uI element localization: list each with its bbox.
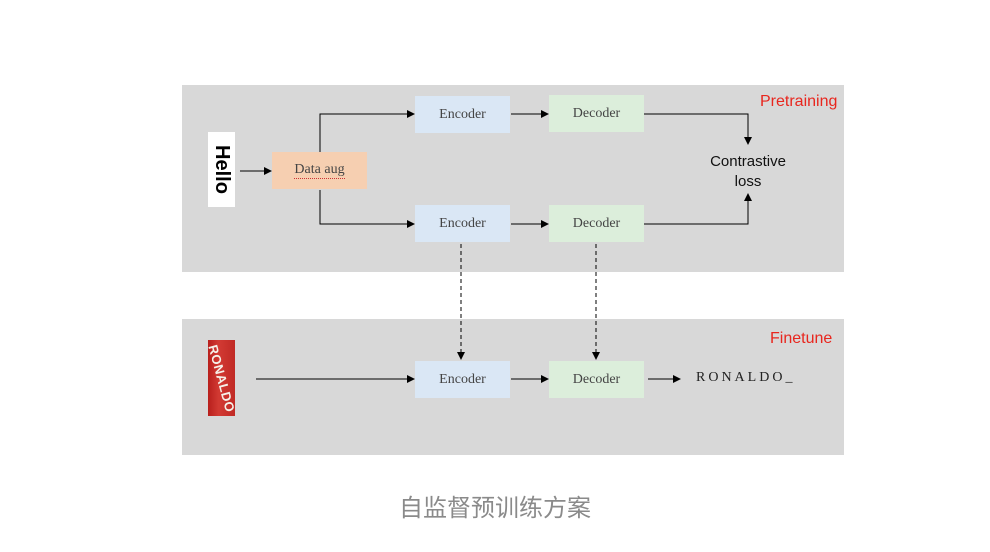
arrow-aug-to-encoder-bottom: [319, 190, 415, 228]
decoder-bottom-label: Decoder: [572, 215, 621, 231]
pretraining-label: Pretraining: [760, 93, 838, 110]
encoder-bottom-box: Encoder: [415, 205, 510, 242]
encoder-top-box: Encoder: [415, 96, 510, 133]
output-text: RONALDO_: [696, 370, 796, 385]
diagram-caption: 自监督预训练方案: [399, 494, 591, 522]
decoder-top-label: Decoder: [572, 105, 621, 121]
arrow-aug-to-encoder-top: [319, 110, 415, 152]
finetune-panel: [182, 319, 844, 455]
contrastive-line2: loss: [734, 173, 762, 190]
contrastive-line1: Contrastive: [710, 153, 786, 170]
ronaldo-image-text: RONALDO: [208, 342, 235, 414]
decoder-finetune-box: Decoder: [549, 361, 644, 398]
hello-input-image: Hello: [208, 132, 235, 207]
encoder-bottom-label: Encoder: [439, 215, 486, 231]
data-aug-box: Data aug: [272, 152, 367, 189]
encoder-finetune-box: Encoder: [415, 361, 510, 398]
hello-image-text: Hello: [211, 145, 233, 194]
arrow-decoder-top-to-loss: [644, 113, 752, 145]
encoder-top-label: Encoder: [439, 106, 486, 122]
ronaldo-input-image: RONALDO: [208, 340, 235, 416]
data-aug-label: Data aug: [294, 162, 345, 179]
decoder-top-box: Decoder: [549, 95, 644, 132]
arrow-decoder-bottom-to-loss: [644, 193, 752, 225]
contrastive-loss-node: Contrastive loss: [700, 152, 796, 192]
finetune-label: Finetune: [770, 330, 833, 347]
decoder-finetune-label: Decoder: [572, 371, 621, 387]
encoder-finetune-label: Encoder: [439, 371, 486, 387]
decoder-bottom-box: Decoder: [549, 205, 644, 242]
